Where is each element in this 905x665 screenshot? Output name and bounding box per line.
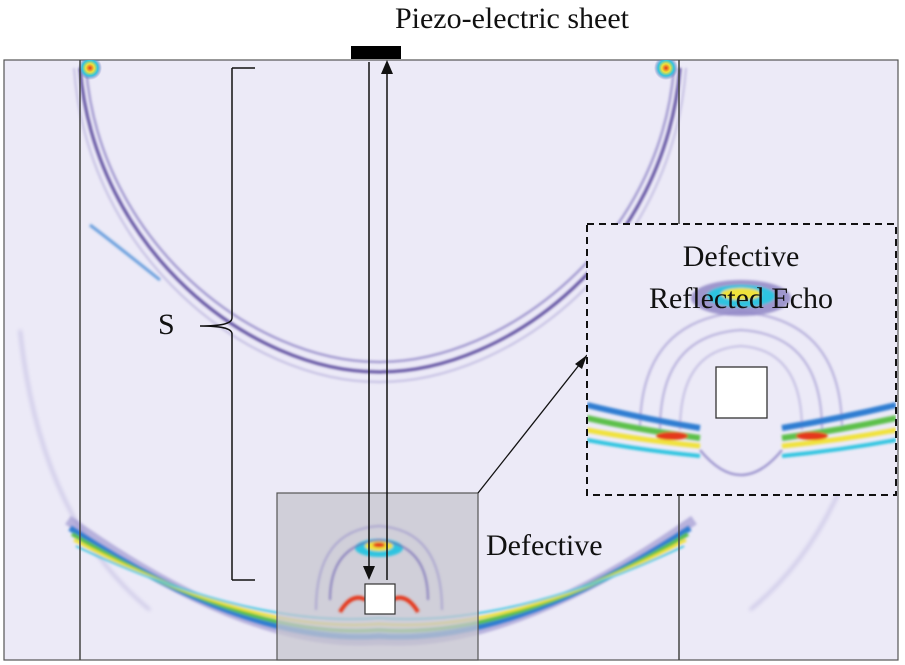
distance-label: S (158, 308, 175, 341)
faint-side-reflection (19, 329, 151, 611)
inset-title-line2: Reflected Echo (649, 282, 833, 315)
inset-title-line1: Defective (683, 240, 800, 273)
source-hotspot-right (654, 60, 678, 80)
source-hotspot-left (78, 60, 102, 80)
defect-highlight-box (276, 492, 479, 661)
zoom-connector-arrowhead (575, 355, 587, 369)
echo-arrow (381, 60, 393, 580)
inset-defect-square (715, 366, 768, 419)
defect-region-label: Defective (486, 529, 603, 562)
zoom-connector-upper (477, 354, 588, 494)
defect-square (364, 583, 396, 615)
incident-arrow (363, 62, 375, 580)
zoom-inset: Defective Reflected Echo (586, 223, 897, 496)
distance-brace (199, 67, 255, 581)
piezo-sheet (351, 46, 401, 59)
sensor-label: Piezo-electric sheet (395, 2, 630, 35)
